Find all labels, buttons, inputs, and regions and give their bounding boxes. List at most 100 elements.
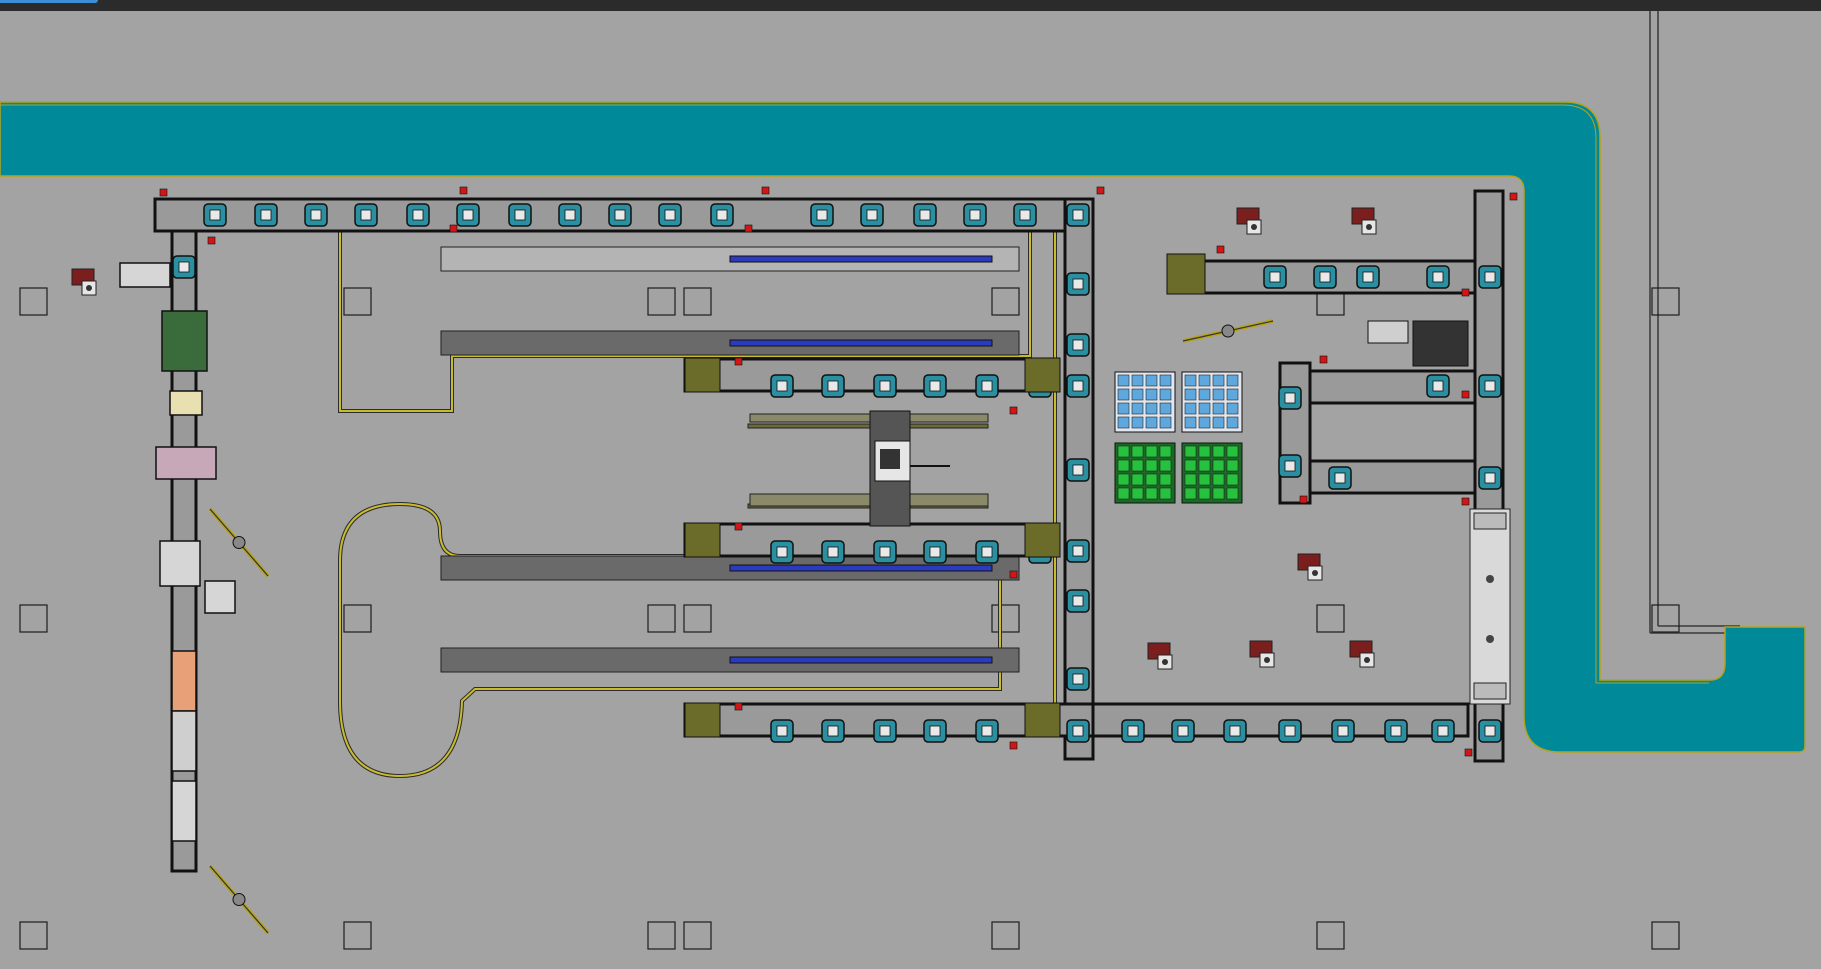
transfer-station (684, 702, 721, 738)
line-machine (171, 780, 197, 842)
pallet-part (1437, 725, 1449, 737)
transfer-station (1024, 357, 1061, 393)
buffer-cell (1226, 473, 1239, 486)
loading-machine (1166, 253, 1206, 295)
buffer-cell (1145, 445, 1158, 458)
buffer-cell (1198, 374, 1211, 387)
column (19, 604, 48, 633)
buffer-cell (1184, 487, 1197, 500)
buffer-cell (1159, 473, 1172, 486)
red-marker (1299, 495, 1308, 504)
pallet-part (614, 209, 626, 221)
line-machine (169, 390, 203, 416)
buffer-cell (1117, 445, 1130, 458)
column (647, 604, 676, 633)
column (19, 921, 48, 950)
pallet-part (260, 209, 272, 221)
buffer-cell (1131, 374, 1144, 387)
pallet-part (776, 546, 788, 558)
pallet-part (1072, 278, 1084, 290)
pallet-part (929, 380, 941, 392)
right-process-machine (1469, 508, 1511, 705)
pallet-part (1334, 472, 1346, 484)
pallet-part (1284, 460, 1296, 472)
pallet-part (1319, 271, 1331, 283)
red-marker (1319, 355, 1328, 364)
robot-joint (232, 536, 246, 549)
column (683, 921, 712, 950)
red-marker (1461, 390, 1470, 399)
pallet-part (1072, 464, 1084, 476)
buffer-cell (1159, 459, 1172, 472)
buffer-cell (1117, 416, 1130, 429)
buffer-cell (1131, 402, 1144, 415)
pallet-part (1362, 271, 1374, 283)
buffer-cell (1184, 445, 1197, 458)
operator-head (1366, 224, 1372, 230)
buffer-cell (1212, 402, 1225, 415)
buffer-cell (1198, 416, 1211, 429)
transfer-station (1024, 522, 1061, 558)
factory-layout-canvas[interactable] (0, 11, 1821, 969)
line-machine (204, 580, 236, 614)
left-assembly-line (119, 253, 1469, 842)
pallet-part (1072, 595, 1084, 607)
linear-rail (729, 255, 993, 263)
linear-rail (729, 656, 993, 664)
buffer-cell (1117, 473, 1130, 486)
buffer-cell (1198, 388, 1211, 401)
active-tab-indicator[interactable] (0, 0, 98, 3)
buffer-cell (1226, 374, 1239, 387)
buffer-cell (1145, 374, 1158, 387)
buffer-cell (1212, 459, 1225, 472)
conveyor-pallets (172, 203, 1502, 743)
buffer-cell (1184, 388, 1197, 401)
robot-gantry (747, 410, 989, 527)
red-marker (734, 702, 743, 711)
pallet-part (1072, 339, 1084, 351)
buffer-cell (1184, 374, 1197, 387)
column (991, 604, 1020, 633)
buffer-cell (1145, 416, 1158, 429)
column (1651, 287, 1680, 316)
buffer-cell (1117, 487, 1130, 500)
pallet-part (981, 725, 993, 737)
pallet-part (1484, 271, 1496, 283)
pallet-part (1484, 472, 1496, 484)
pallet-part (879, 380, 891, 392)
buffer-cell (1212, 416, 1225, 429)
line-machine (159, 540, 201, 587)
red-marker (1461, 497, 1470, 506)
pallet-part (1432, 271, 1444, 283)
column (647, 287, 676, 316)
transfer-station (1024, 702, 1061, 738)
pallet-part (1177, 725, 1189, 737)
red-marker (761, 186, 770, 195)
station-markers (159, 186, 1518, 757)
red-marker (459, 186, 468, 195)
buffer-cell (1212, 374, 1225, 387)
pallet-part (1484, 380, 1496, 392)
column (991, 921, 1020, 950)
pallet-part (1072, 673, 1084, 685)
buffer-cell (1159, 374, 1172, 387)
buffer-cell (1117, 402, 1130, 415)
operator-head (1251, 224, 1257, 230)
buffer-cell (1131, 473, 1144, 486)
buffer-cell (1117, 388, 1130, 401)
buffer-cell (1226, 388, 1239, 401)
pallet-part (919, 209, 931, 221)
column (19, 287, 48, 316)
conveyor-segment (1308, 369, 1477, 405)
buffer-cell (1145, 459, 1158, 472)
buffer-cell (1131, 416, 1144, 429)
column (343, 921, 372, 950)
column (647, 921, 676, 950)
buffer-cell (1212, 445, 1225, 458)
buffer-cell (1159, 445, 1172, 458)
line-machine (119, 262, 171, 288)
line-machine (171, 710, 197, 772)
red-marker (744, 224, 753, 233)
pallet-part (1432, 380, 1444, 392)
column (343, 287, 372, 316)
